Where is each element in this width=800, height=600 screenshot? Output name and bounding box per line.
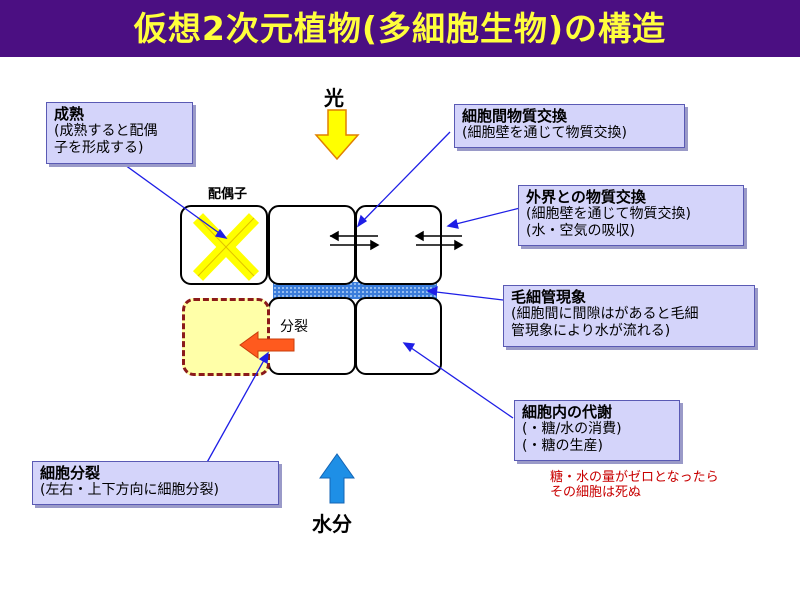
- water-arrow-icon: [319, 453, 355, 504]
- callout-intercell-head: 細胞間物質交換: [462, 107, 568, 125]
- callout-capillary-head: 毛細管現象: [511, 288, 587, 306]
- pointer-capillary: [427, 290, 504, 301]
- death-note: 糖・水の量がゼロとなったら その細胞は死ぬ: [550, 470, 719, 500]
- callout-maturity: 成熟 (成熟すると配偶 子を形成する): [46, 102, 193, 164]
- callout-intercell: 細胞間物質交換 (細胞壁を通じて物質交換): [454, 104, 685, 148]
- gamete-label: 配偶子: [208, 187, 248, 202]
- callout-metabolism: 細胞内の代謝 (・糖/水の消費) (・糖の生産): [514, 400, 680, 461]
- callout-maturity-line-1: (成熟すると配偶: [54, 123, 158, 139]
- external-exchange-arrows: [414, 230, 464, 251]
- pointer-maturity: [124, 164, 227, 239]
- callout-capillary-line-1: (細胞間に間隙はがあると毛細: [511, 306, 699, 322]
- page-title: 仮想2次元植物(多細胞生物)の構造: [0, 0, 800, 57]
- intercell-exchange-arrows: [329, 230, 380, 251]
- light-arrow-icon: [314, 109, 360, 161]
- callout-external-head: 外界との物質交換: [526, 188, 646, 206]
- capillary-gap: [273, 282, 437, 299]
- cell-top-middle: [268, 205, 356, 285]
- division-arrow-icon: [239, 331, 295, 359]
- callout-maturity-head: 成熟: [54, 105, 85, 123]
- callout-intercell-line-1: (細胞壁を通じて物質交換): [462, 125, 627, 141]
- pointer-external: [447, 207, 521, 227]
- death-note-line-1: 糖・水の量がゼロとなったら: [550, 470, 719, 485]
- callout-metabolism-head: 細胞内の代謝: [522, 403, 613, 421]
- cell-bottom-middle: [268, 297, 356, 375]
- death-note-line-2: その細胞は死ぬ: [550, 485, 642, 500]
- callout-metabolism-line-1: (・糖/水の消費): [522, 421, 622, 437]
- division-label: 分裂: [280, 319, 308, 335]
- callout-metabolism-line-2: (・糖の生産): [522, 438, 603, 454]
- callout-division: 細胞分裂 (左右・上下方向に細胞分裂): [32, 461, 279, 505]
- light-label: 光: [324, 86, 344, 110]
- callout-external: 外界との物質交換 (細胞壁を通じて物質交換) (水・空気の吸収): [518, 185, 744, 246]
- callout-division-line-1: (左右・上下方向に細胞分裂): [40, 482, 219, 498]
- callout-maturity-line-2: 子を形成する): [54, 140, 144, 156]
- new-cell: [182, 298, 270, 376]
- water-label: 水分: [312, 512, 352, 536]
- pointer-intercell: [357, 131, 451, 227]
- callout-capillary-line-2: 管現象により水が流れる): [511, 323, 671, 339]
- callout-external-line-2: (水・空気の吸収): [526, 223, 635, 239]
- pointer-division: [204, 352, 269, 467]
- gamete-x-icon: [192, 213, 260, 281]
- pointer-metabolism: [403, 342, 514, 419]
- cell-bottom-right: [355, 297, 442, 375]
- callout-capillary: 毛細管現象 (細胞間に間隙はがあると毛細 管現象により水が流れる): [503, 285, 755, 347]
- callout-division-head: 細胞分裂: [40, 464, 101, 482]
- callout-external-line-1: (細胞壁を通じて物質交換): [526, 206, 691, 222]
